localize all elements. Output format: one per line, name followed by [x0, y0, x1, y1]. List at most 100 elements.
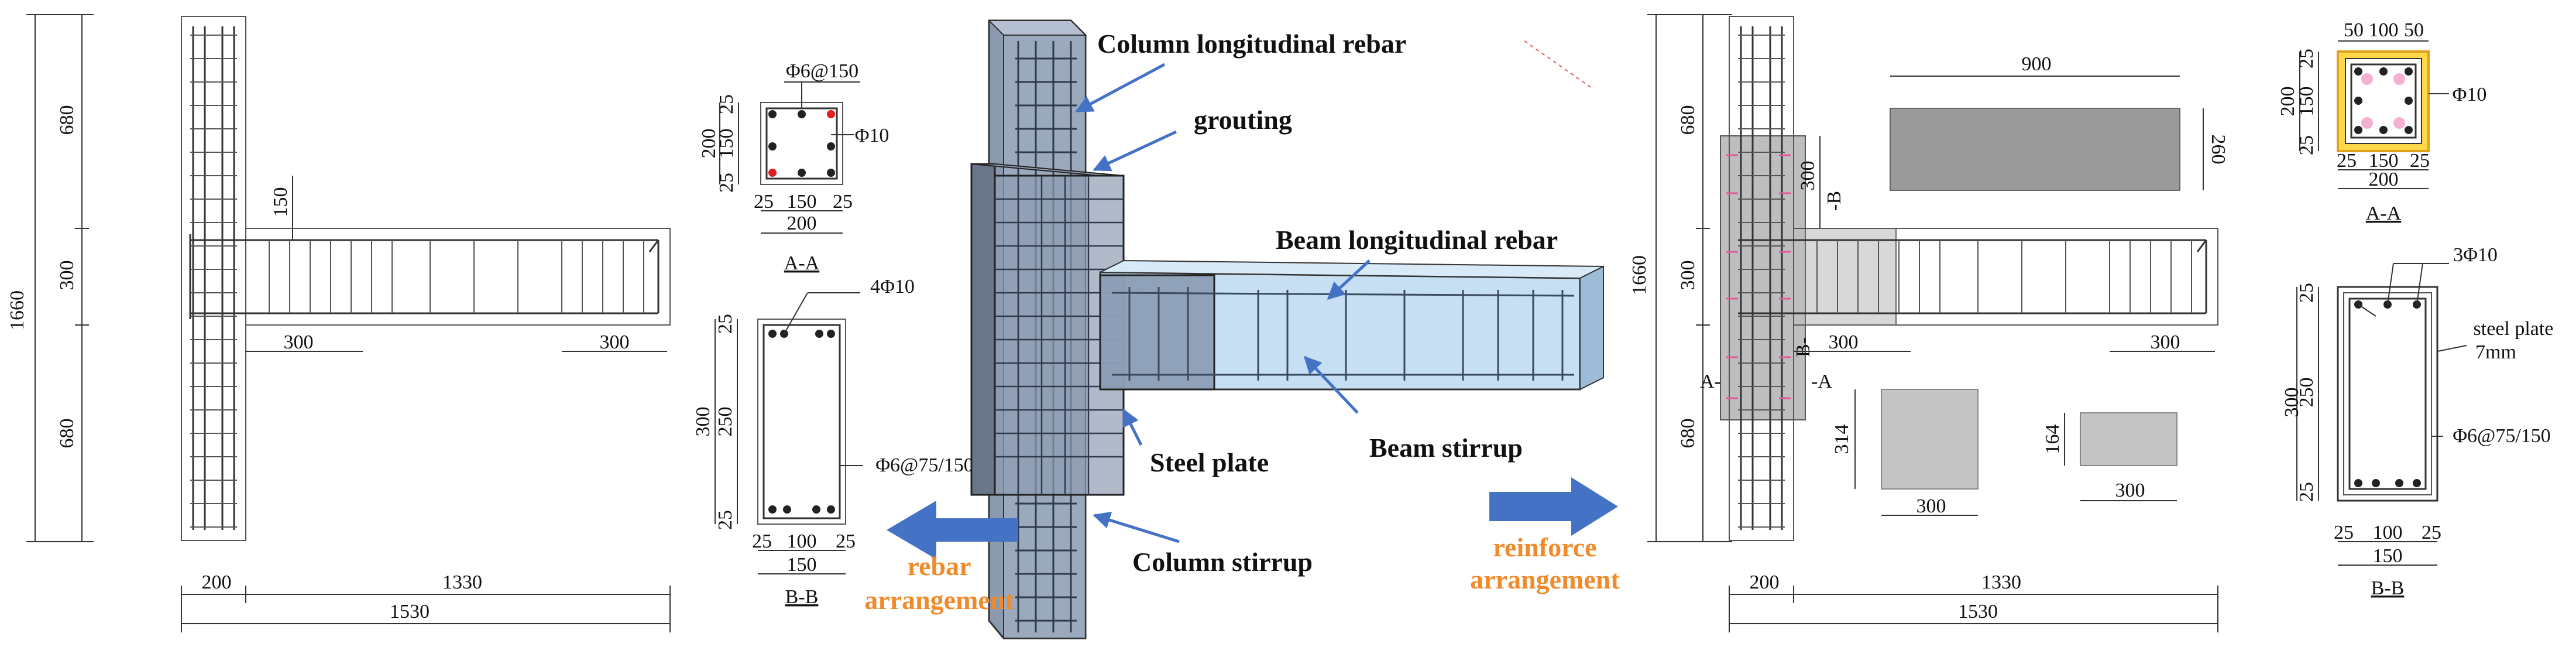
arrow-left-label-2: arrangement [864, 585, 1014, 615]
bb-left-b150: 150 [787, 554, 817, 576]
aa-right-b25a: 25 [2337, 150, 2357, 172]
right-dim-bot: 680 [1677, 419, 1699, 449]
aa-right-t50a: 50 [2344, 19, 2364, 41]
section-bb-right: 3Φ10 steel plate 7mm Φ6@75/150 300 25 25… [2281, 244, 2553, 599]
aa-right-dim-200: 200 [2277, 87, 2299, 117]
aa-right-dim-25b: 25 [2296, 135, 2317, 155]
aa-left-dim-150: 150 [716, 129, 737, 159]
callout-beam-longitudinal-rebar: Beam longitudinal rebar [1276, 225, 1558, 255]
section-aa-left: Φ6@150 Φ10 200 25 150 25 25 150 25 200 A… [698, 60, 889, 274]
right-dim-top: 680 [1677, 105, 1699, 135]
bb-right-dim-25b: 25 [2296, 482, 2317, 502]
arrow-right-label-1: reinforce [1493, 532, 1596, 562]
aa-right-dim-25a: 25 [2296, 49, 2317, 69]
callout-column-stirrup: Column stirrup [1132, 547, 1313, 577]
left-dim-150: 150 [270, 187, 291, 217]
right-mark-a-left: A- [1700, 371, 1721, 392]
bb-right-plate-label-2: 7mm [2475, 341, 2516, 363]
bb-left-dim-25b: 25 [715, 510, 736, 530]
right-elevation: 1660 680 300 680 [1629, 14, 2218, 632]
aa-left-dim-25b: 25 [716, 173, 737, 193]
aa-left-dim-25a: 25 [716, 94, 737, 114]
bb-right-dim-25a: 25 [2296, 283, 2317, 303]
bb-left-dim-300: 300 [692, 407, 714, 437]
bb-right-b100: 100 [2373, 522, 2403, 543]
right-total-height: 1660 [1629, 255, 1650, 295]
aa-left-b25b: 25 [833, 191, 853, 213]
left-dim-1330: 1330 [442, 572, 482, 593]
bb-left-b100: 100 [787, 531, 817, 552]
bb-left-b25b: 25 [836, 531, 856, 552]
plate-right-height: 164 [2042, 425, 2063, 454]
callout-column-longitudinal-rebar: Column longitudinal rebar [1097, 29, 1406, 59]
plate-top-height: 260 [2207, 135, 2229, 165]
bb-left-right-label: Φ6@75/150 [875, 454, 974, 476]
aa-left-title: A-A [784, 252, 820, 274]
section-aa-right: 50 100 50 Φ10 200 25 150 25 25 150 25 20… [2277, 19, 2486, 224]
arrow-left-label-1: rebar [907, 551, 971, 581]
bb-right-right-label: Φ6@75/150 [2453, 425, 2551, 447]
arrow-right-block: reinforce arrangement [1470, 477, 1620, 594]
aa-left-b200: 200 [787, 213, 817, 234]
aa-right-right-label: Φ10 [2453, 84, 2487, 105]
aa-left-dim-200: 200 [698, 129, 720, 159]
callout-grouting: grouting [1194, 105, 1292, 135]
aa-right-t50b: 50 [2404, 19, 2424, 41]
right-plates: 900 260 314 300 164 300 [1831, 53, 2229, 517]
left-beam-dim-1: 300 [284, 331, 314, 353]
arrow-left-block: rebar arrangement [864, 501, 1018, 615]
aa-right-b200: 200 [2369, 169, 2399, 190]
plate-top-width: 900 [2022, 53, 2052, 75]
left-dim-200: 200 [202, 572, 232, 593]
aa-left-b150: 150 [787, 191, 817, 213]
left-dim-bot: 680 [56, 419, 78, 449]
right-dim-1330: 1330 [1981, 572, 2021, 593]
bb-right-b150: 150 [2373, 545, 2403, 567]
bb-right-title: B-B [2371, 577, 2405, 599]
plate-left-width: 300 [1916, 495, 1946, 517]
center-3d-model: Column longitudinal rebar grouting Beam … [970, 19, 1604, 639]
callout-steel-plate: Steel plate [1150, 447, 1269, 477]
aa-right-b25b: 25 [2410, 150, 2430, 172]
left-column-stirrups [190, 35, 237, 528]
left-total-height: 1660 [6, 290, 28, 330]
right-dim-1530: 1530 [1958, 601, 1998, 622]
left-dim-1530: 1530 [390, 601, 430, 622]
right-mark-b-bottom: B- [1792, 337, 1814, 357]
left-dim-top: 680 [56, 105, 78, 135]
bb-right-plate-label-1: steel plate [2474, 318, 2554, 340]
aa-left-b25a: 25 [754, 191, 774, 213]
right-dim-mid: 300 [1677, 261, 1699, 290]
bb-left-title: B-B [785, 586, 819, 608]
arrow-right-label-2: arrangement [1470, 565, 1620, 594]
bb-right-top-label: 3Φ10 [2453, 244, 2498, 266]
left-beam-dim-2: 300 [600, 331, 630, 353]
aa-right-b150: 150 [2369, 150, 2399, 172]
left-beam-stirrups [269, 240, 644, 313]
bb-right-dim-300: 300 [2281, 388, 2303, 418]
plate-left-height: 314 [1831, 425, 1853, 454]
bb-left-dim-25a: 25 [715, 314, 736, 334]
right-mark-b-top: -B [1823, 191, 1845, 211]
bb-right-dim-250: 250 [2296, 378, 2317, 408]
right-beam-dim-1: 300 [1829, 331, 1859, 353]
left-dim-mid: 300 [56, 261, 78, 290]
aa-right-dim-150: 150 [2296, 87, 2317, 117]
aa-right-t100: 100 [2369, 19, 2399, 41]
left-elevation: 1660 680 300 680 [6, 14, 671, 632]
bb-right-b25b: 25 [2422, 522, 2441, 543]
callout-beam-stirrup: Beam stirrup [1369, 433, 1523, 463]
aa-right-title: A-A [2366, 203, 2402, 224]
right-beam-dim-2: 300 [2151, 331, 2180, 353]
bb-left-top-label: 4Φ10 [870, 276, 915, 297]
right-dim-plate-300: 300 [1797, 161, 1819, 191]
bb-left-b25a: 25 [752, 531, 772, 552]
plate-right-width: 300 [2115, 480, 2145, 501]
bb-left-dim-250: 250 [715, 407, 736, 437]
section-bb-left: 4Φ10 Φ6@75/150 300 25 250 25 25 100 25 1… [692, 276, 974, 608]
aa-left-right-label: Φ10 [855, 125, 889, 146]
bb-right-b25a: 25 [2334, 522, 2354, 543]
right-mark-a-right: -A [1811, 371, 1832, 392]
right-dim-200: 200 [1750, 572, 1780, 593]
